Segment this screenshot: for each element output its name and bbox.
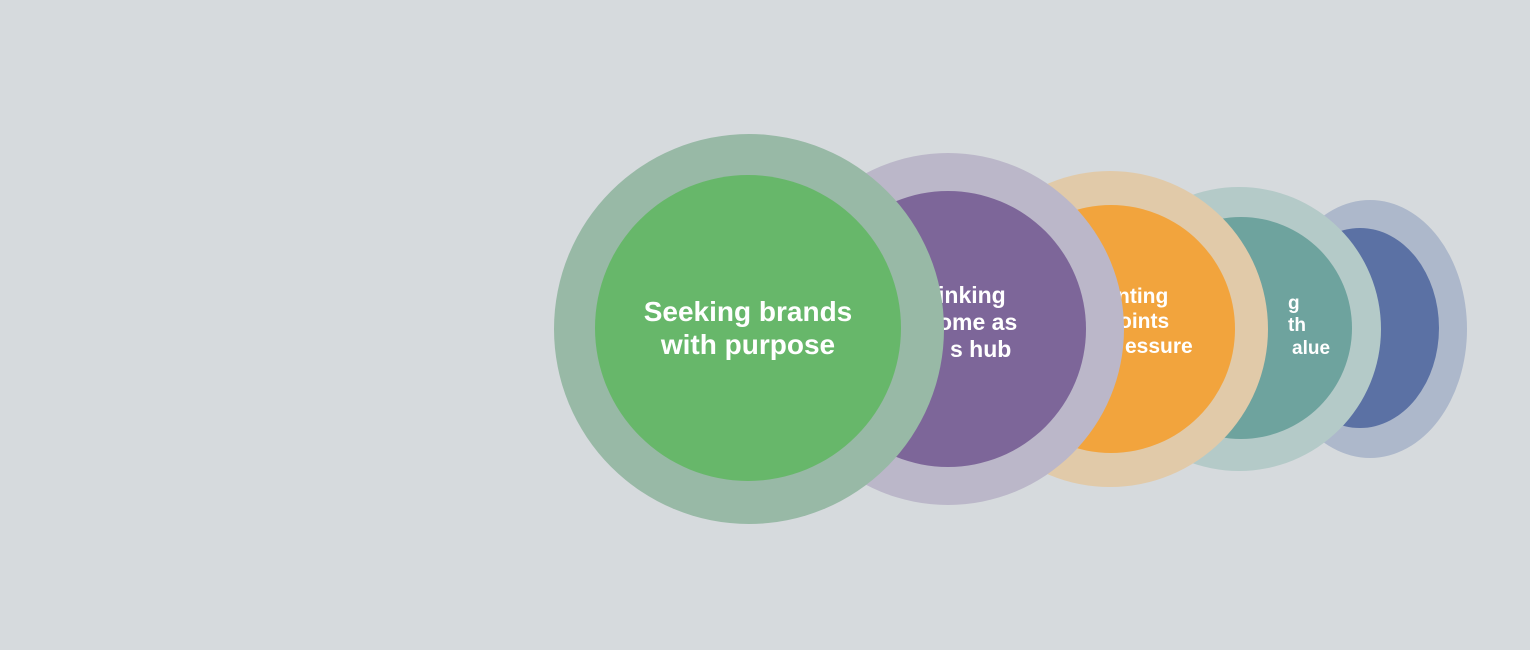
trend-bubble-2-label-line-1: inking bbox=[938, 282, 1006, 308]
trend-bubble-2-label-line-3: s hub bbox=[950, 336, 1012, 363]
trend-bubble-4-label-line-2: th bbox=[1288, 315, 1306, 337]
trend-bubble-2-label-line-2: ome as bbox=[938, 309, 1018, 336]
trend-bubble-1-label-line-1: Seeking brands bbox=[643, 295, 853, 327]
trend-bubble-1-label-line-2: with purpose bbox=[660, 329, 836, 360]
trend-bubble-4-label-line-3: alue bbox=[1292, 337, 1331, 359]
trend-bubble-3-label-line-3: essure bbox=[1125, 334, 1193, 358]
trend-bubble-1-core: Seeking brands with purpose bbox=[595, 175, 901, 481]
trend-bubble-3-label-line-1: nting bbox=[1117, 285, 1169, 308]
trend-bubble-1: Seeking brands with purpose bbox=[554, 134, 944, 524]
trend-bubble-4-label-line-1: g bbox=[1288, 293, 1300, 314]
trend-bubble-3-label-line-2: oints bbox=[1119, 309, 1170, 333]
